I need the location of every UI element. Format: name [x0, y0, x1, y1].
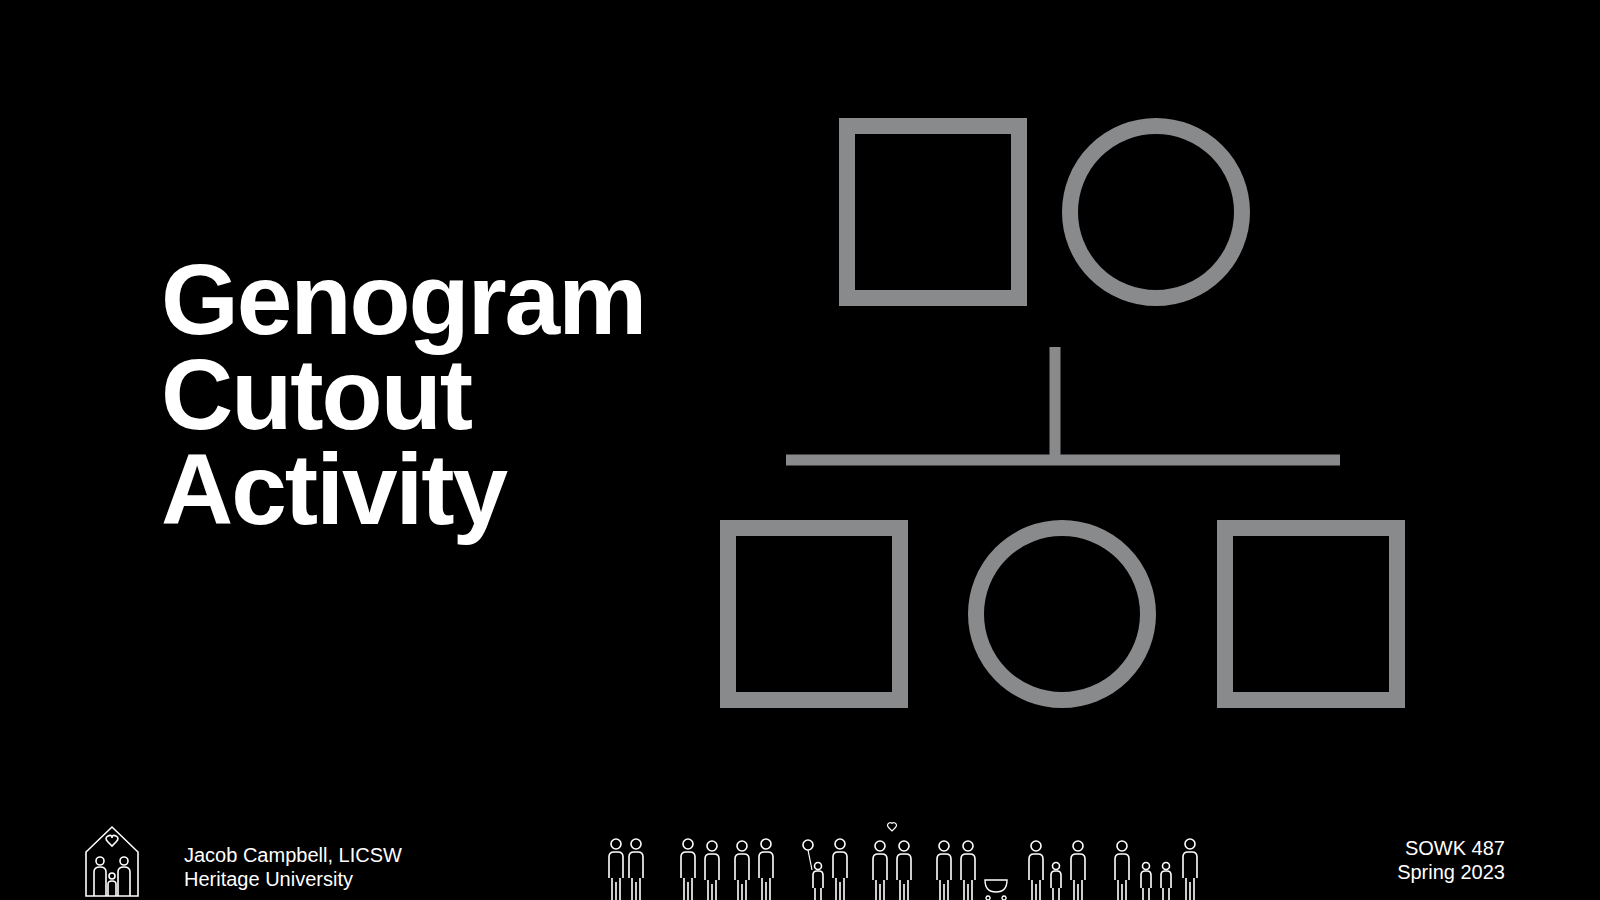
institution-name: Heritage University — [184, 867, 353, 891]
female-symbol — [1070, 126, 1242, 298]
presenter-name: Jacob Campbell, LICSW — [184, 843, 402, 867]
descent-line — [1050, 347, 1061, 455]
family-icon — [86, 827, 138, 896]
male-symbol — [1225, 528, 1397, 700]
slide-title: Genogram Cutout Activity — [161, 252, 661, 537]
sibship-line — [786, 455, 1340, 466]
term-label: Spring 2023 — [1397, 860, 1505, 884]
male-symbol — [728, 528, 900, 700]
male-symbol — [847, 126, 1019, 298]
female-symbol — [976, 528, 1148, 700]
course-code: SOWK 487 — [1405, 836, 1505, 860]
people-icons — [609, 823, 1197, 900]
